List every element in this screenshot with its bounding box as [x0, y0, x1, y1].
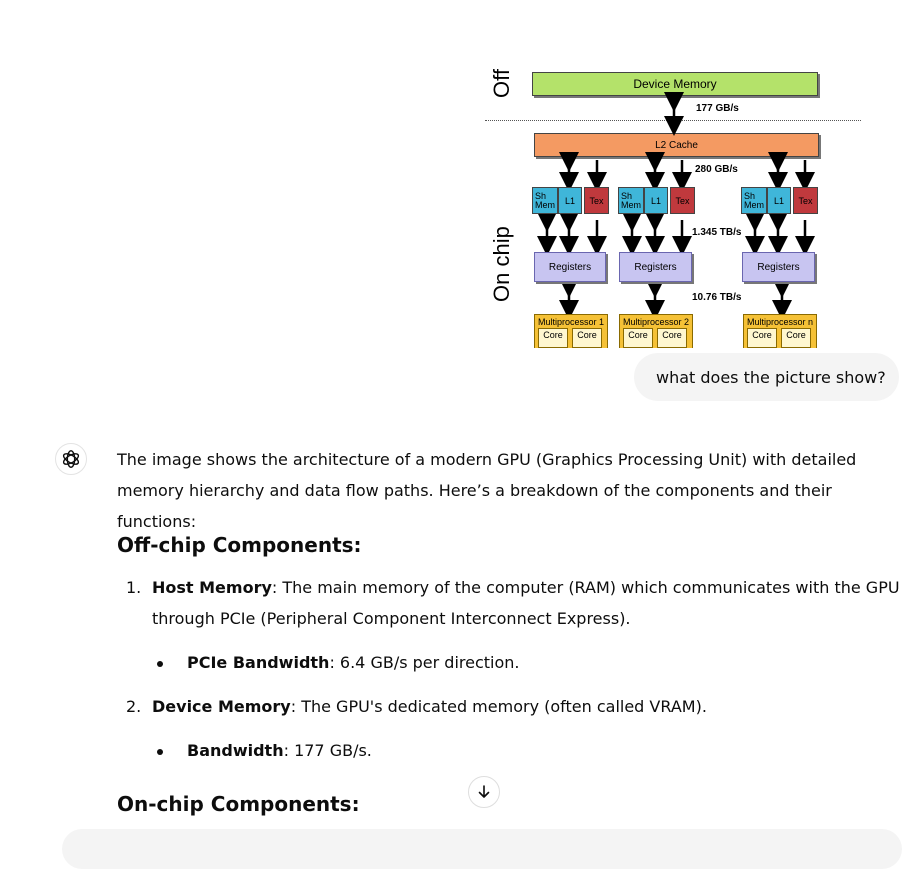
registers-box: Registers — [619, 252, 692, 282]
sub-item-title: Bandwidth — [187, 741, 284, 760]
message-composer[interactable] — [62, 829, 902, 869]
bullet-icon — [157, 749, 163, 755]
list-item-title: Device Memory — [152, 697, 291, 716]
multiprocessor-box: Multiprocessor 2 Core Core — [619, 314, 693, 348]
sub-item-text: : 6.4 GB/s per direction. — [329, 653, 520, 672]
texture-cache-box: Tex — [793, 187, 818, 214]
sub-item-text: : 177 GB/s. — [283, 741, 372, 760]
bandwidth-1076-label: 10.76 TB/s — [692, 292, 742, 303]
data-flow-arrows — [537, 92, 815, 320]
list-number: 1. — [126, 578, 142, 597]
registers-box: Registers — [742, 252, 815, 282]
l1-cache-box: L1 — [767, 187, 791, 214]
multiprocessor-box: Multiprocessor n Core Core — [743, 314, 817, 348]
texture-cache-box: Tex — [670, 187, 695, 214]
list-number: 2. — [126, 697, 142, 716]
multiprocessor-box: Multiprocessor 1 Core Core — [534, 314, 608, 348]
arrow-down-icon — [478, 785, 490, 798]
assistant-message: The image shows the architecture of a mo… — [117, 444, 907, 816]
core-box: Core — [623, 328, 653, 348]
user-message-text: what does the picture show? — [656, 367, 886, 387]
core-box: Core — [781, 328, 811, 348]
core-box: Core — [747, 328, 777, 348]
core-box: Core — [538, 328, 568, 348]
l1-cache-box: L1 — [644, 187, 668, 214]
list-item-text: : The GPU's dedicated memory (often call… — [290, 697, 707, 716]
user-message-bubble: what does the picture show? — [634, 353, 899, 401]
assistant-avatar — [55, 443, 87, 475]
registers-box: Registers — [534, 252, 606, 282]
sub-item-title: PCIe Bandwidth — [187, 653, 330, 672]
intro-paragraph: The image shows the architecture of a mo… — [117, 450, 857, 531]
bullet-icon — [157, 661, 163, 667]
list-item-title: Host Memory — [152, 578, 272, 597]
bandwidth-177-label: 177 GB/s — [696, 103, 739, 114]
chatgpt-logo-icon — [62, 450, 80, 468]
texture-cache-box: Tex — [584, 187, 609, 214]
l1-cache-box: L1 — [558, 187, 582, 214]
core-box: Core — [657, 328, 687, 348]
on-chip-heading: On-chip Components: — [117, 792, 360, 816]
bandwidth-1345-label: 1.345 TB/s — [692, 227, 742, 238]
list-item-text: : The main memory of the computer (RAM) … — [152, 578, 900, 628]
scroll-to-bottom-button[interactable] — [468, 776, 500, 808]
gpu-architecture-image: Off On chip Device Memory L2 Cache — [485, 62, 861, 348]
core-box: Core — [572, 328, 602, 348]
off-chip-heading: Off-chip Components: — [117, 533, 362, 557]
bandwidth-280-label: 280 GB/s — [695, 164, 738, 175]
